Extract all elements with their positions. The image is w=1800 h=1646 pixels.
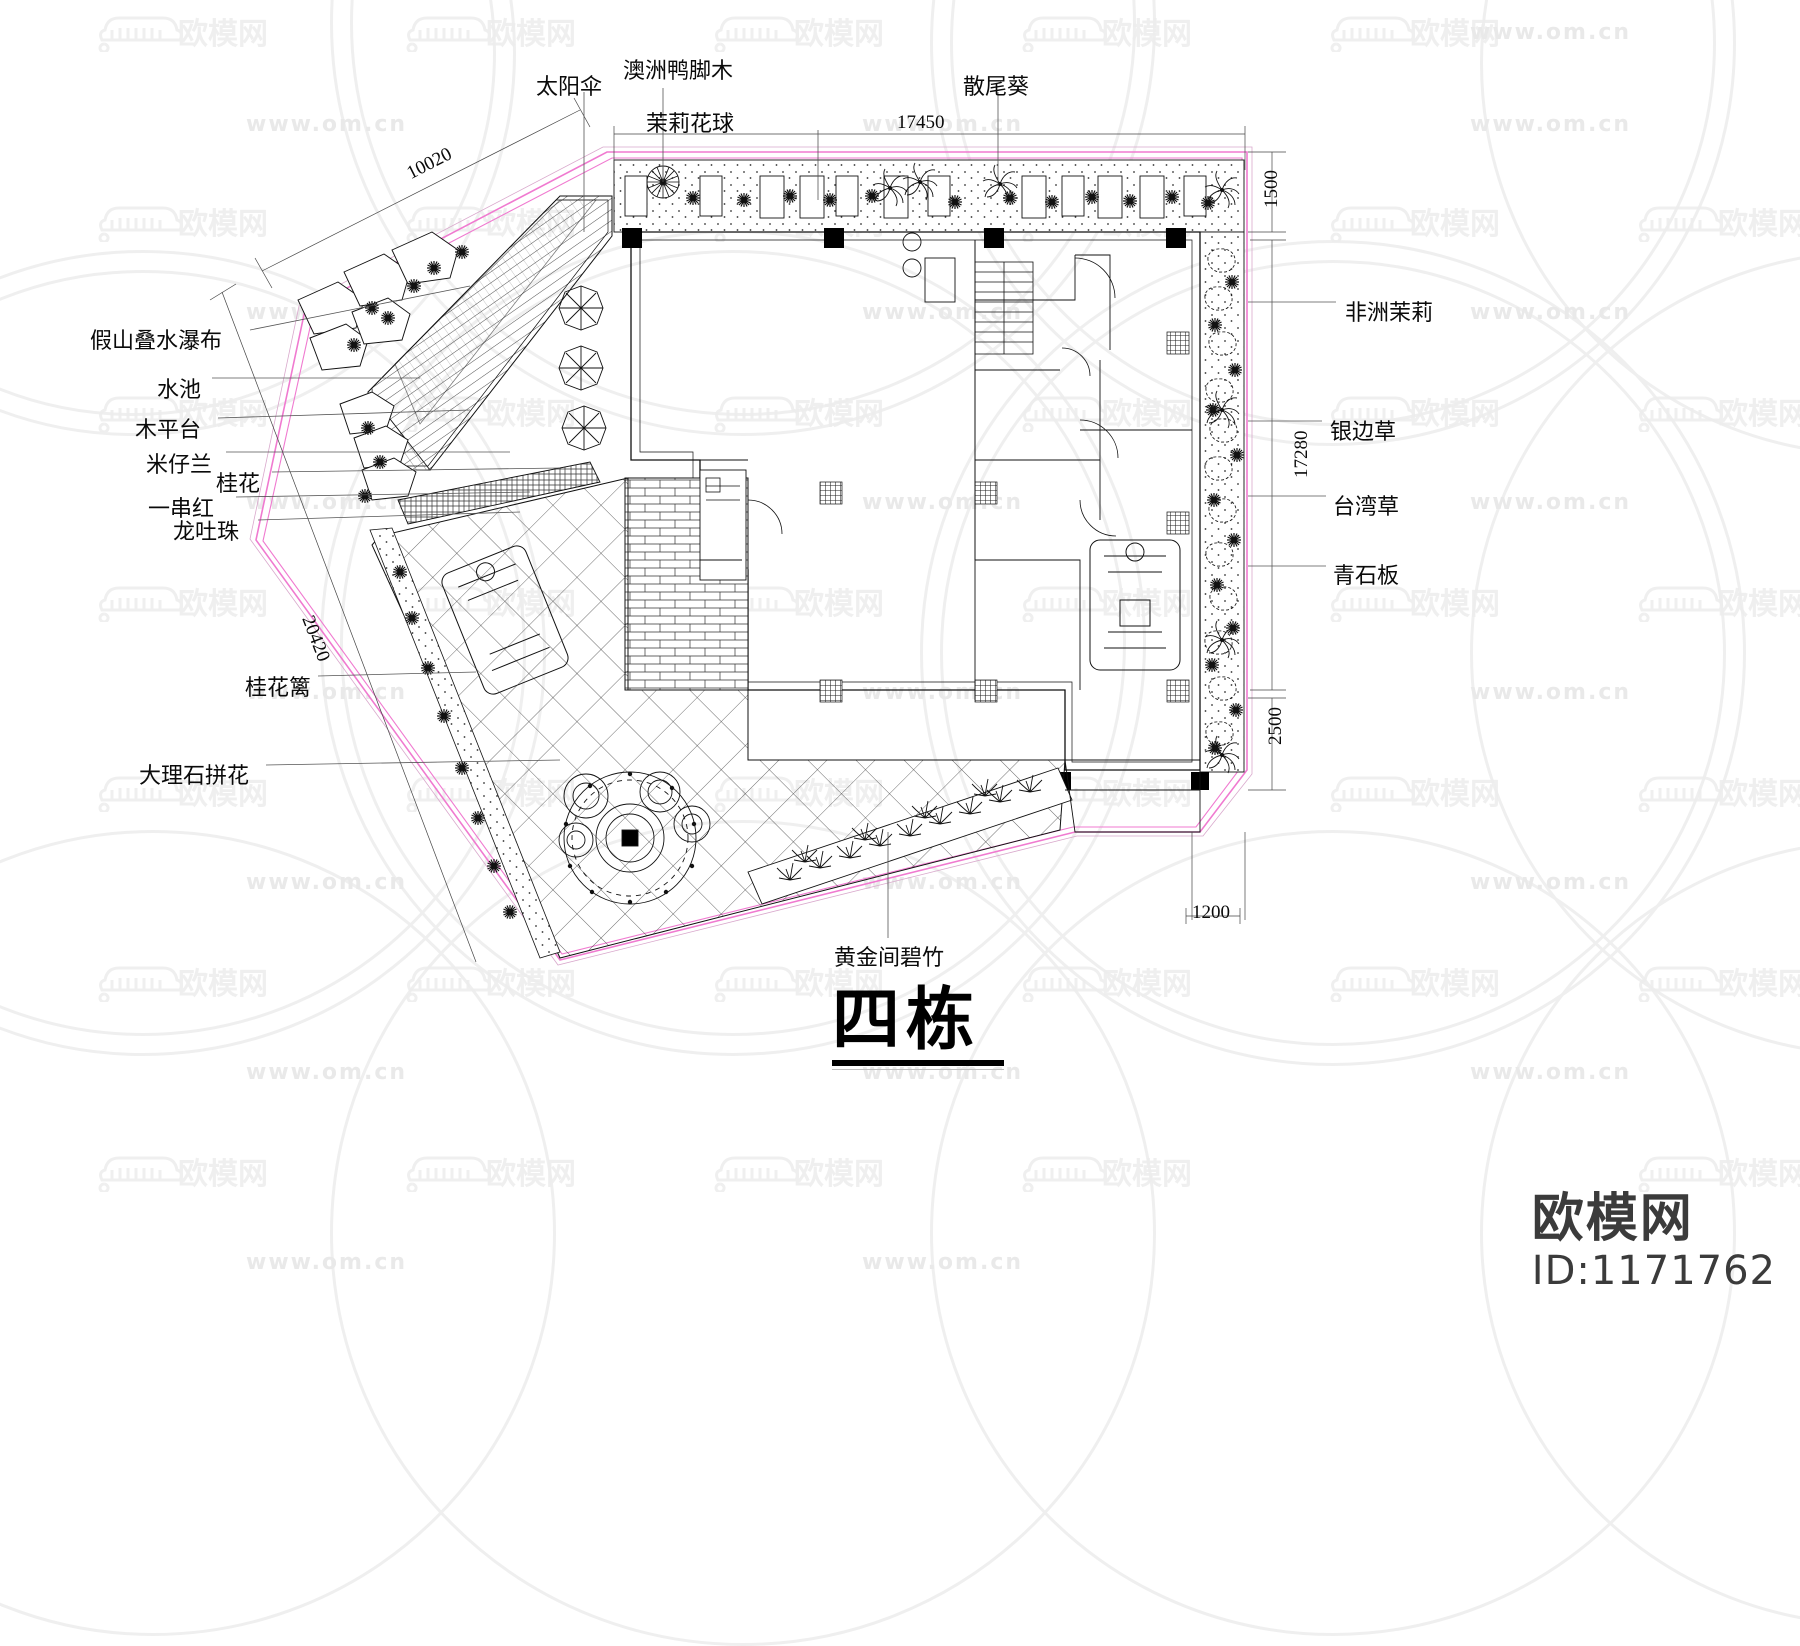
east-planting-bed [1199, 231, 1245, 774]
site-plan-drawing [209, 88, 1336, 966]
drawing-title-block: 四栋 [832, 982, 1004, 1071]
plan-fixture [902, 232, 956, 303]
label-areca-palm: 散尾葵 [963, 74, 1030, 99]
label-salvia: 一串红 [148, 496, 215, 521]
outdoor-furniture [297, 231, 459, 501]
north-planting-bed [613, 159, 1245, 233]
parasol-symbol [558, 285, 607, 451]
label-osmanthus: 桂花 [216, 471, 261, 496]
brick-paving [624, 469, 749, 691]
label-parasol: 太阳伞 [536, 74, 603, 99]
dimension-2500: 2500 [1265, 707, 1286, 745]
label-rockery-waterfall: 假山叠水瀑布 [90, 328, 223, 353]
stone-band [397, 461, 601, 525]
dimension-1500: 1500 [1261, 170, 1282, 208]
logo-brand-text: 欧模网 [1531, 1189, 1694, 1250]
label-silver-edge-grass: 银边草 [1330, 419, 1397, 444]
drawing-title: 四栋 [832, 982, 981, 1058]
label-jasmine-ball: 茉莉花球 [646, 111, 735, 136]
label-osmanthus-hedge: 桂花篱 [245, 675, 312, 700]
pier-hatch [819, 331, 1190, 703]
title-underline [832, 1060, 1004, 1067]
label-pond: 水池 [157, 377, 202, 402]
logo-id-text: ID:1171762 [1531, 1248, 1776, 1294]
sw-planting-border [369, 527, 561, 959]
label-australian-umbrella-tree: 澳洲鸭脚木 [623, 58, 734, 83]
label-marble-pattern: 大理石拼花 [139, 763, 250, 788]
site-logo: 欧模网 ID:1171762 [1532, 1192, 1776, 1293]
stair [974, 261, 1034, 355]
building-interior-walls [700, 240, 1192, 700]
dimension-1200: 1200 [1192, 902, 1230, 923]
marble-medallion [558, 771, 711, 905]
dimension-lines [209, 97, 1286, 963]
southeast-terrace [1064, 759, 1201, 833]
label-bluestone-slab: 青石板 [1333, 563, 1400, 588]
label-taiwan-grass: 台湾草 [1333, 494, 1400, 519]
label-wood-deck: 木平台 [135, 417, 202, 442]
dimension-17280: 17280 [1291, 430, 1312, 479]
label-clerodendrum: 龙吐珠 [173, 519, 240, 544]
dimension-17450: 17450 [897, 112, 945, 133]
label-african-jasmine: 非洲茉莉 [1345, 300, 1434, 325]
title-underline-thin [832, 1069, 1004, 1071]
label-aglaia: 米仔兰 [146, 452, 213, 477]
label-golden-bamboo: 黄金间碧竹 [834, 945, 945, 970]
